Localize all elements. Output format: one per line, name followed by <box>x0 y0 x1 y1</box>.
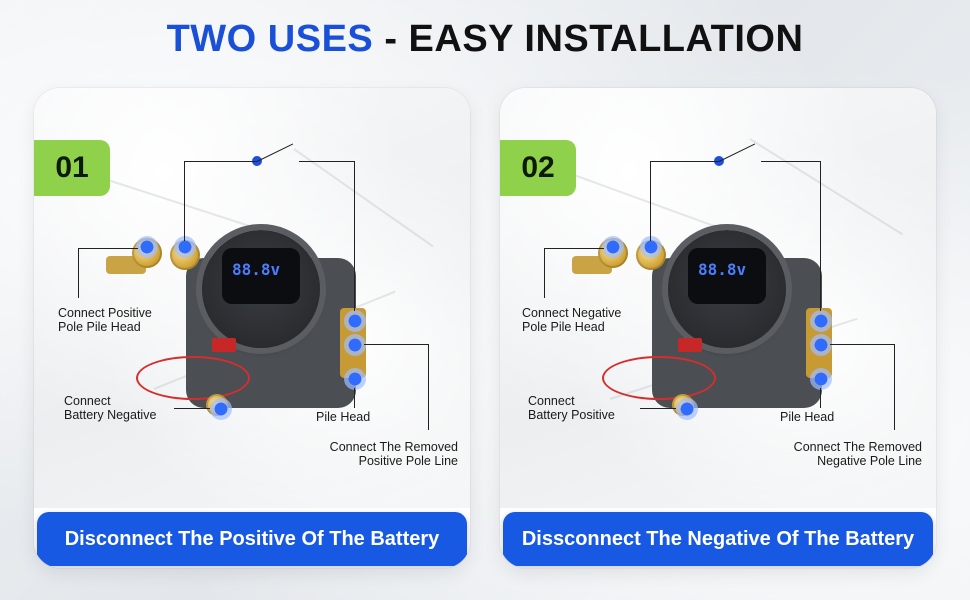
callout-line <box>354 161 355 311</box>
callout-line <box>820 388 821 408</box>
marker-dot <box>676 398 698 420</box>
callout-line <box>650 161 651 241</box>
step-badge: 01 <box>34 140 110 196</box>
marker-dot <box>344 334 366 356</box>
page-title: TWO USES - EASY INSTALLATION <box>0 18 970 61</box>
callout-line <box>184 161 185 241</box>
voltage-display <box>688 248 766 304</box>
red-wire <box>602 356 716 400</box>
marker-dot <box>810 368 832 390</box>
callout-line <box>830 344 894 345</box>
cta-button[interactable]: Disconnect The Positive Of The Battery <box>37 512 467 566</box>
callout-line <box>894 344 895 430</box>
marker-dot <box>602 236 624 258</box>
marker-dot <box>640 236 662 258</box>
callout-line <box>761 161 820 162</box>
label-battery: Connect Battery Negative <box>64 394 157 422</box>
callout-line <box>820 161 821 311</box>
step-badge: 02 <box>500 140 576 196</box>
callout-line <box>78 248 138 249</box>
cta-button[interactable]: Dissconnect The Negative Of The Battery <box>503 512 933 566</box>
voltage-display <box>222 248 300 304</box>
title-accent: TWO USES <box>166 18 374 60</box>
label-pile-head: Pile Head <box>780 410 835 424</box>
marker-dot <box>810 310 832 332</box>
callout-line <box>544 248 545 298</box>
marker-dot <box>136 236 158 258</box>
marker-dot <box>344 310 366 332</box>
callout-line <box>184 161 257 162</box>
marker-dot <box>210 398 232 420</box>
callout-line <box>544 248 604 249</box>
label-removed-line: Connect The Removed Positive Pole Line <box>329 440 458 468</box>
callout-line <box>428 344 429 430</box>
label-battery: Connect Battery Positive <box>528 394 615 422</box>
voltage-digits: 88.8v <box>698 260 747 279</box>
title-rest: - EASY INSTALLATION <box>373 18 804 60</box>
label-connect-pole: Connect Positive Pole Pile Head <box>58 306 152 334</box>
marker-dot <box>174 236 196 258</box>
callout-line <box>299 161 354 162</box>
off-tag <box>678 338 702 352</box>
marker-dot <box>344 368 366 390</box>
red-wire <box>136 356 250 400</box>
label-removed-line: Connect The Removed Negative Pole Line <box>793 440 922 468</box>
voltage-digits: 88.8v <box>232 260 281 279</box>
callout-line <box>174 408 210 409</box>
callout-line <box>78 248 79 298</box>
panel-use-2: 02 88.8v Connect Negative Pole Pile Head… <box>500 88 936 568</box>
marker-dot <box>810 334 832 356</box>
callout-line <box>650 161 719 162</box>
callout-line <box>364 344 428 345</box>
callout-line <box>640 408 676 409</box>
battery-switch-device: 88.8v <box>176 218 356 408</box>
battery-switch-device: 88.8v <box>642 218 822 408</box>
label-connect-pole: Connect Negative Pole Pile Head <box>522 306 622 334</box>
label-pile-head: Pile Head <box>316 410 371 424</box>
callout-line <box>354 388 355 408</box>
panel-use-1: 01 88.8v Connect Positive Pole Pile Head… <box>34 88 470 568</box>
off-tag <box>212 338 236 352</box>
